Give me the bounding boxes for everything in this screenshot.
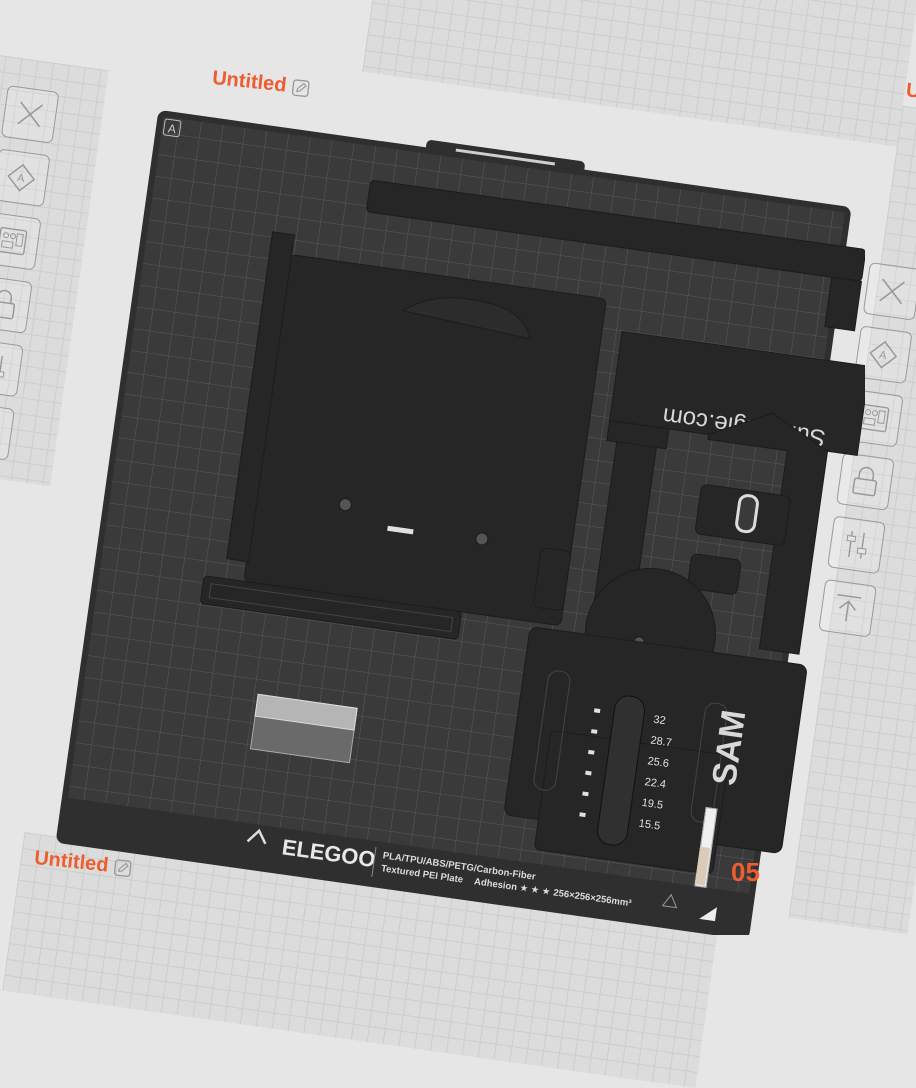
lock-button[interactable] xyxy=(0,275,33,334)
edit-icon[interactable] xyxy=(291,78,311,98)
arrow-up-icon xyxy=(0,412,5,450)
bed-adhesion-stars: ★ ★ ★ xyxy=(519,883,552,898)
move-to-top-button[interactable] xyxy=(818,578,877,638)
svg-text:A: A xyxy=(16,172,26,185)
arrange-icon xyxy=(0,226,28,256)
lock-icon xyxy=(0,289,16,320)
plate-title-main[interactable]: Untitled xyxy=(211,67,311,100)
auto-orient-button[interactable]: A xyxy=(0,148,51,208)
scale-label: 32 xyxy=(653,714,667,728)
plate-title-text: U xyxy=(904,79,916,103)
close-icon xyxy=(17,101,44,128)
scale-label: 25.6 xyxy=(647,755,670,770)
part-top-rail-end[interactable] xyxy=(824,276,863,332)
model-parts[interactable]: SureAngle.com SAM 32 xyxy=(173,165,865,886)
part-clip-2[interactable] xyxy=(687,553,742,595)
svg-text:A: A xyxy=(878,349,888,362)
warning-icon xyxy=(661,893,678,909)
edit-icon[interactable] xyxy=(113,858,133,878)
settings-button[interactable] xyxy=(0,338,24,398)
scale-label: 19.5 xyxy=(641,797,664,812)
settings-button[interactable] xyxy=(827,515,886,575)
close-icon xyxy=(879,278,906,305)
corner-marker-icon xyxy=(699,907,717,922)
lock-button[interactable] xyxy=(836,452,895,511)
plate-title-next[interactable]: Untitled xyxy=(33,847,133,880)
build-plate[interactable]: A SureAngle.com xyxy=(55,95,865,935)
auto-orient-icon: A xyxy=(869,340,898,369)
build-plate-svg: A SureAngle.com xyxy=(56,110,865,935)
plate-toolbar-left: A xyxy=(0,85,60,461)
plate-toolbar-main: A xyxy=(818,262,916,638)
part-arrow-frame[interactable] xyxy=(680,405,832,655)
arrow-up-icon xyxy=(837,593,862,622)
scale-label: 28.7 xyxy=(650,734,673,749)
gauge-scale: 32 28.7 25.6 22.4 19.5 15.5 xyxy=(579,708,673,833)
part-main-plate-edge[interactable] xyxy=(226,231,295,563)
delete-plate-button[interactable] xyxy=(0,85,60,144)
lock-icon xyxy=(852,466,878,497)
part-top-rail[interactable] xyxy=(366,180,865,282)
scale-label: 15.5 xyxy=(638,818,661,833)
elegoo-logo-icon xyxy=(246,828,267,845)
gauge-slot xyxy=(597,695,646,846)
arrange-button[interactable] xyxy=(0,211,42,271)
plate-title-right[interactable]: U xyxy=(905,79,916,103)
scale-label: 22.4 xyxy=(644,776,667,791)
auto-orient-icon: A xyxy=(7,163,36,192)
sliders-icon xyxy=(0,354,5,382)
plate-number: 05 xyxy=(731,857,760,887)
delete-plate-button[interactable] xyxy=(862,262,916,321)
auto-orient-button[interactable]: A xyxy=(853,325,913,385)
part-knob[interactable] xyxy=(533,547,571,611)
plate-letter: A xyxy=(167,121,177,136)
sliders-icon xyxy=(846,531,867,559)
plate-title-text: Untitled xyxy=(211,66,288,97)
plate-letter-box xyxy=(162,118,182,138)
